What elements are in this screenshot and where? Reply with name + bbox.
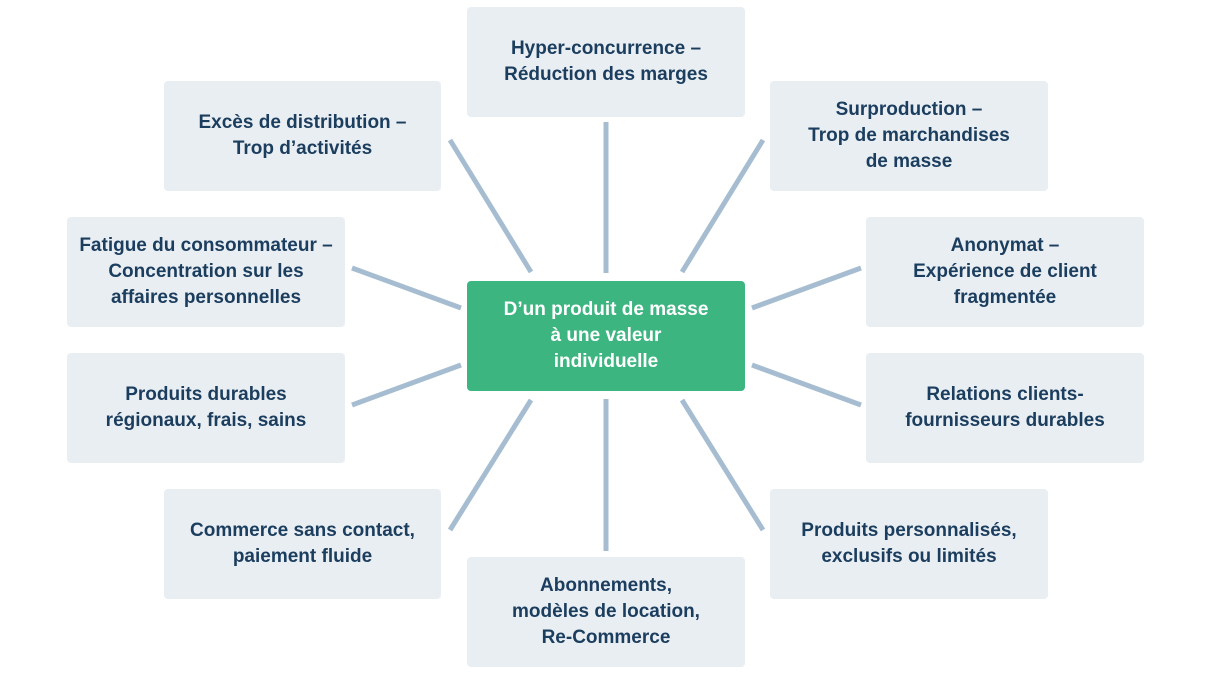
node-bottom: Abonnements, modèles de location, Re-Com… <box>467 557 745 667</box>
connector-right-upper <box>751 265 862 311</box>
connector-bottom-left <box>447 398 534 532</box>
connector-left-lower <box>351 362 462 408</box>
node-left-upper: Fatigue du consommateur – Concentration … <box>67 217 345 327</box>
center-node-label: D’un produit de masse à une valeur indiv… <box>503 299 709 372</box>
connector-bottom-right <box>679 398 766 532</box>
node-top: Hyper-concurrence – Réduction des marges <box>467 7 745 117</box>
node-right-upper-label: Anonymat – Expérience de client fragment… <box>913 235 1097 308</box>
center-node: D’un produit de masse à une valeur indiv… <box>467 281 745 391</box>
node-top-left-label: Excès de distribution – Trop d’activités <box>198 112 407 159</box>
node-top-left: Excès de distribution – Trop d’activités <box>164 81 441 191</box>
node-bottom-right-label: Produits personnalisés, exclusifs ou lim… <box>801 520 1017 567</box>
node-right-lower: Relations clients- fournisseurs durables <box>866 353 1144 463</box>
node-bottom-right: Produits personnalisés, exclusifs ou lim… <box>770 489 1048 599</box>
node-left-lower-label: Produits durables régionaux, frais, sain… <box>105 384 307 431</box>
connector-right-lower <box>751 362 862 408</box>
connector-top-right <box>679 138 766 274</box>
node-top-label: Hyper-concurrence – Réduction des marges <box>504 38 708 85</box>
node-bottom-left-label: Commerce sans contact, paiement fluide <box>190 520 415 567</box>
node-left-upper-label: Fatigue du consommateur – Concentration … <box>79 235 333 308</box>
node-top-right-label: Surproduction – Trop de marchandises de … <box>808 99 1010 172</box>
connector-top-left <box>447 138 534 274</box>
node-left-lower: Produits durables régionaux, frais, sain… <box>67 353 345 463</box>
connector-left-upper <box>351 265 462 311</box>
node-right-lower-label: Relations clients- fournisseurs durables <box>905 384 1105 431</box>
node-right-upper: Anonymat – Expérience de client fragment… <box>866 217 1144 327</box>
node-bottom-label: Abonnements, modèles de location, Re-Com… <box>512 575 700 648</box>
node-top-right: Surproduction – Trop de marchandises de … <box>770 81 1048 191</box>
node-bottom-left: Commerce sans contact, paiement fluide <box>164 489 441 599</box>
